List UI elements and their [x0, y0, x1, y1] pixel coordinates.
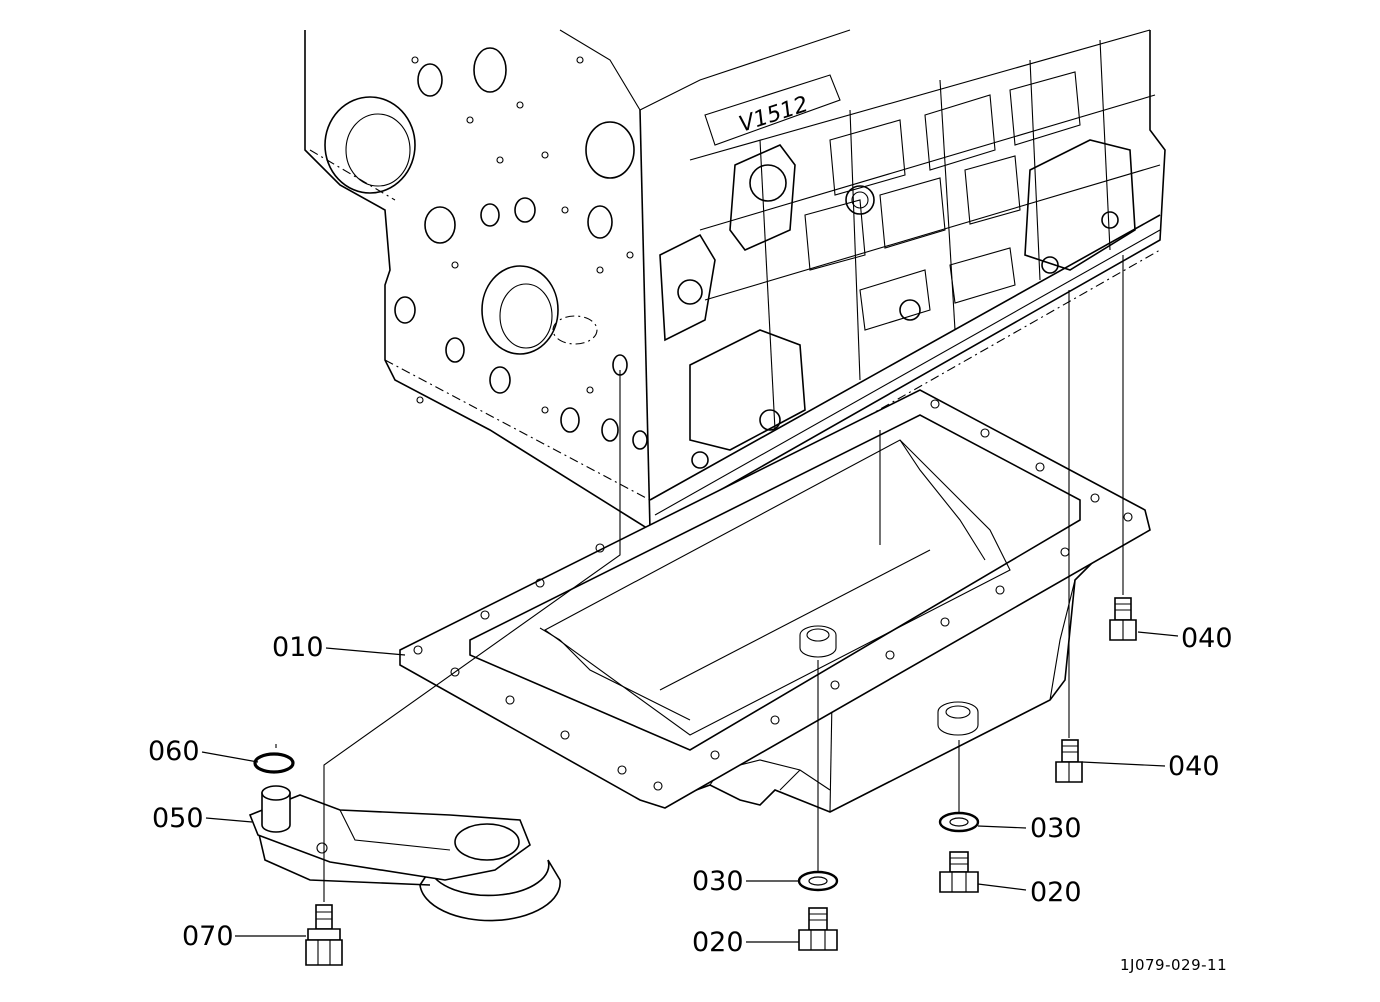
callout-040-stud-upper: 040	[1181, 623, 1233, 654]
callout-050-oil-strainer: 050	[152, 803, 204, 834]
gasket-030-right	[938, 811, 980, 833]
oil-strainer	[248, 785, 561, 922]
callout-070-bolt: 070	[182, 921, 234, 952]
stud-bolt-040-lower	[1055, 739, 1083, 783]
drawing-code: 1J079-029-11	[1120, 956, 1228, 974]
callout-030-gasket-right: 030	[1030, 813, 1082, 844]
oil-pan	[399, 389, 1151, 813]
drain-plug-020-right	[939, 851, 979, 893]
o-ring	[253, 744, 295, 774]
stud-bolt-040-upper	[1109, 597, 1137, 641]
bolt-070	[305, 904, 343, 966]
assembly-lines	[323, 255, 1124, 902]
leader-lines	[201, 631, 1179, 943]
callout-020-plug-left: 020	[692, 927, 744, 958]
drain-plug-020-left	[798, 907, 838, 951]
engine-block: V1512	[304, 29, 1166, 541]
engine-model-marking: V1512	[736, 92, 811, 138]
callout-040-stud-lower: 040	[1168, 751, 1220, 782]
callout-010-oil-pan: 010	[272, 632, 324, 663]
callout-020-plug-right: 020	[1030, 877, 1082, 908]
callout-060-o-ring: 060	[148, 736, 200, 767]
gasket-030-left	[797, 870, 839, 892]
callout-030-gasket-left: 030	[692, 866, 744, 897]
